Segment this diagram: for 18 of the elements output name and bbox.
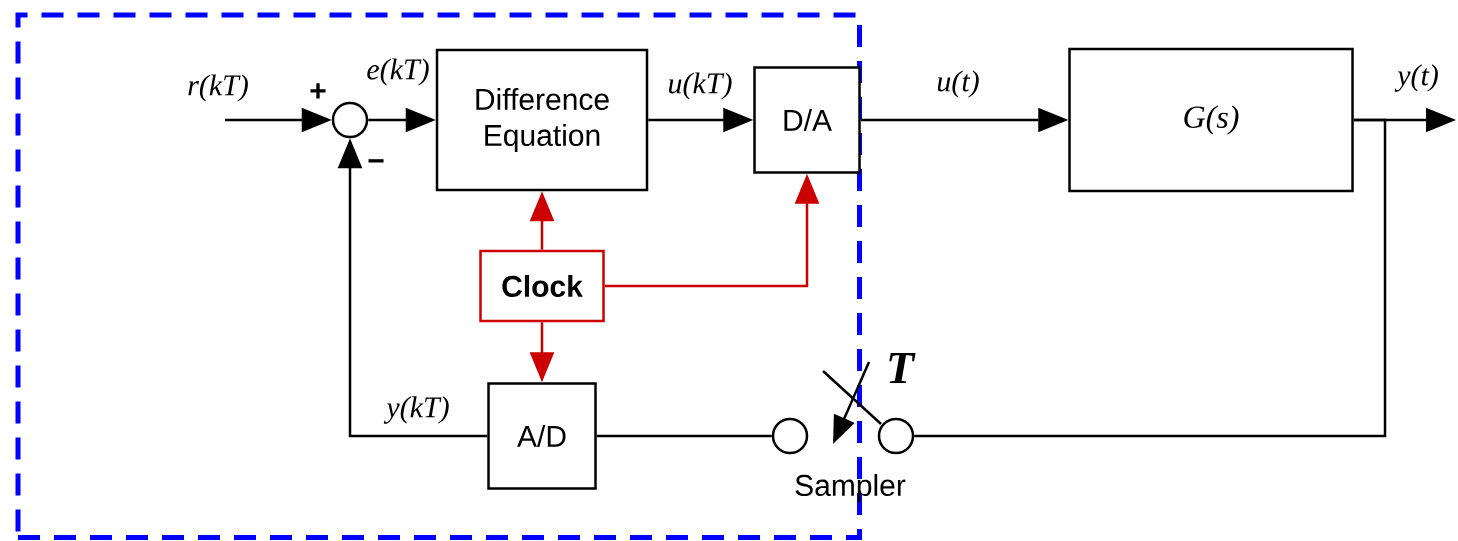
clock-box: Clock <box>479 249 605 323</box>
summing-junction <box>331 101 369 139</box>
edge-label: y(kT) <box>383 396 449 424</box>
terminal-circle <box>877 417 915 455</box>
edge-label: u(kT) <box>669 72 732 100</box>
edge-label: r(kT) <box>188 74 248 102</box>
sign-label: + <box>310 83 326 99</box>
sampler-label: Sampler <box>795 474 906 502</box>
process-box: Difference Equation <box>435 48 649 192</box>
sampling-period-label: T <box>889 352 916 384</box>
edge-label: u(t) <box>937 70 979 98</box>
sign-label: − <box>368 159 384 163</box>
process-box: G(s) <box>1068 47 1354 193</box>
edge-label: y(t) <box>1394 64 1438 92</box>
process-box: D/A <box>753 66 861 174</box>
process-box: A/D <box>487 382 597 490</box>
terminal-circle <box>771 417 809 455</box>
edge-label: e(kT) <box>367 58 429 86</box>
